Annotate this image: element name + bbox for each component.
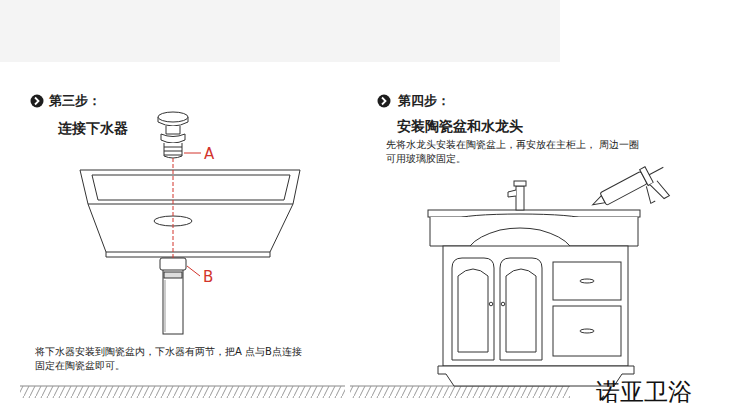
vanity-cabinet xyxy=(428,210,640,386)
top-band xyxy=(0,0,560,62)
step-bullet xyxy=(31,95,44,108)
ceramic-basin xyxy=(80,170,300,257)
step-note: 将下水器安装到陶瓷盆内，下水器有两节，把A 点与B点连接固定在陶瓷盆即可。 xyxy=(35,345,307,372)
callout-letter: B xyxy=(203,267,223,287)
step-title: 连接下水器 xyxy=(58,119,168,138)
callout-letter: A xyxy=(204,144,224,164)
floor-hatch xyxy=(20,386,570,398)
guide-line xyxy=(173,153,201,276)
drain-plug xyxy=(158,112,188,158)
faucet xyxy=(508,181,526,210)
watermark: 诺亚卫浴 xyxy=(596,376,726,408)
step-heading: 第三步： xyxy=(49,92,139,110)
caulking-gun xyxy=(588,159,676,229)
step-note: 先将水龙头安装在陶瓷盆上，再安放在主柜上， 周边一圈可用玻璃胶固定。 xyxy=(386,138,648,165)
step-title: 安装陶瓷盆和水龙头 xyxy=(397,117,567,136)
step-heading: 第四步： xyxy=(398,92,488,110)
step-bullet xyxy=(378,95,391,108)
drain-pipe xyxy=(160,258,186,334)
